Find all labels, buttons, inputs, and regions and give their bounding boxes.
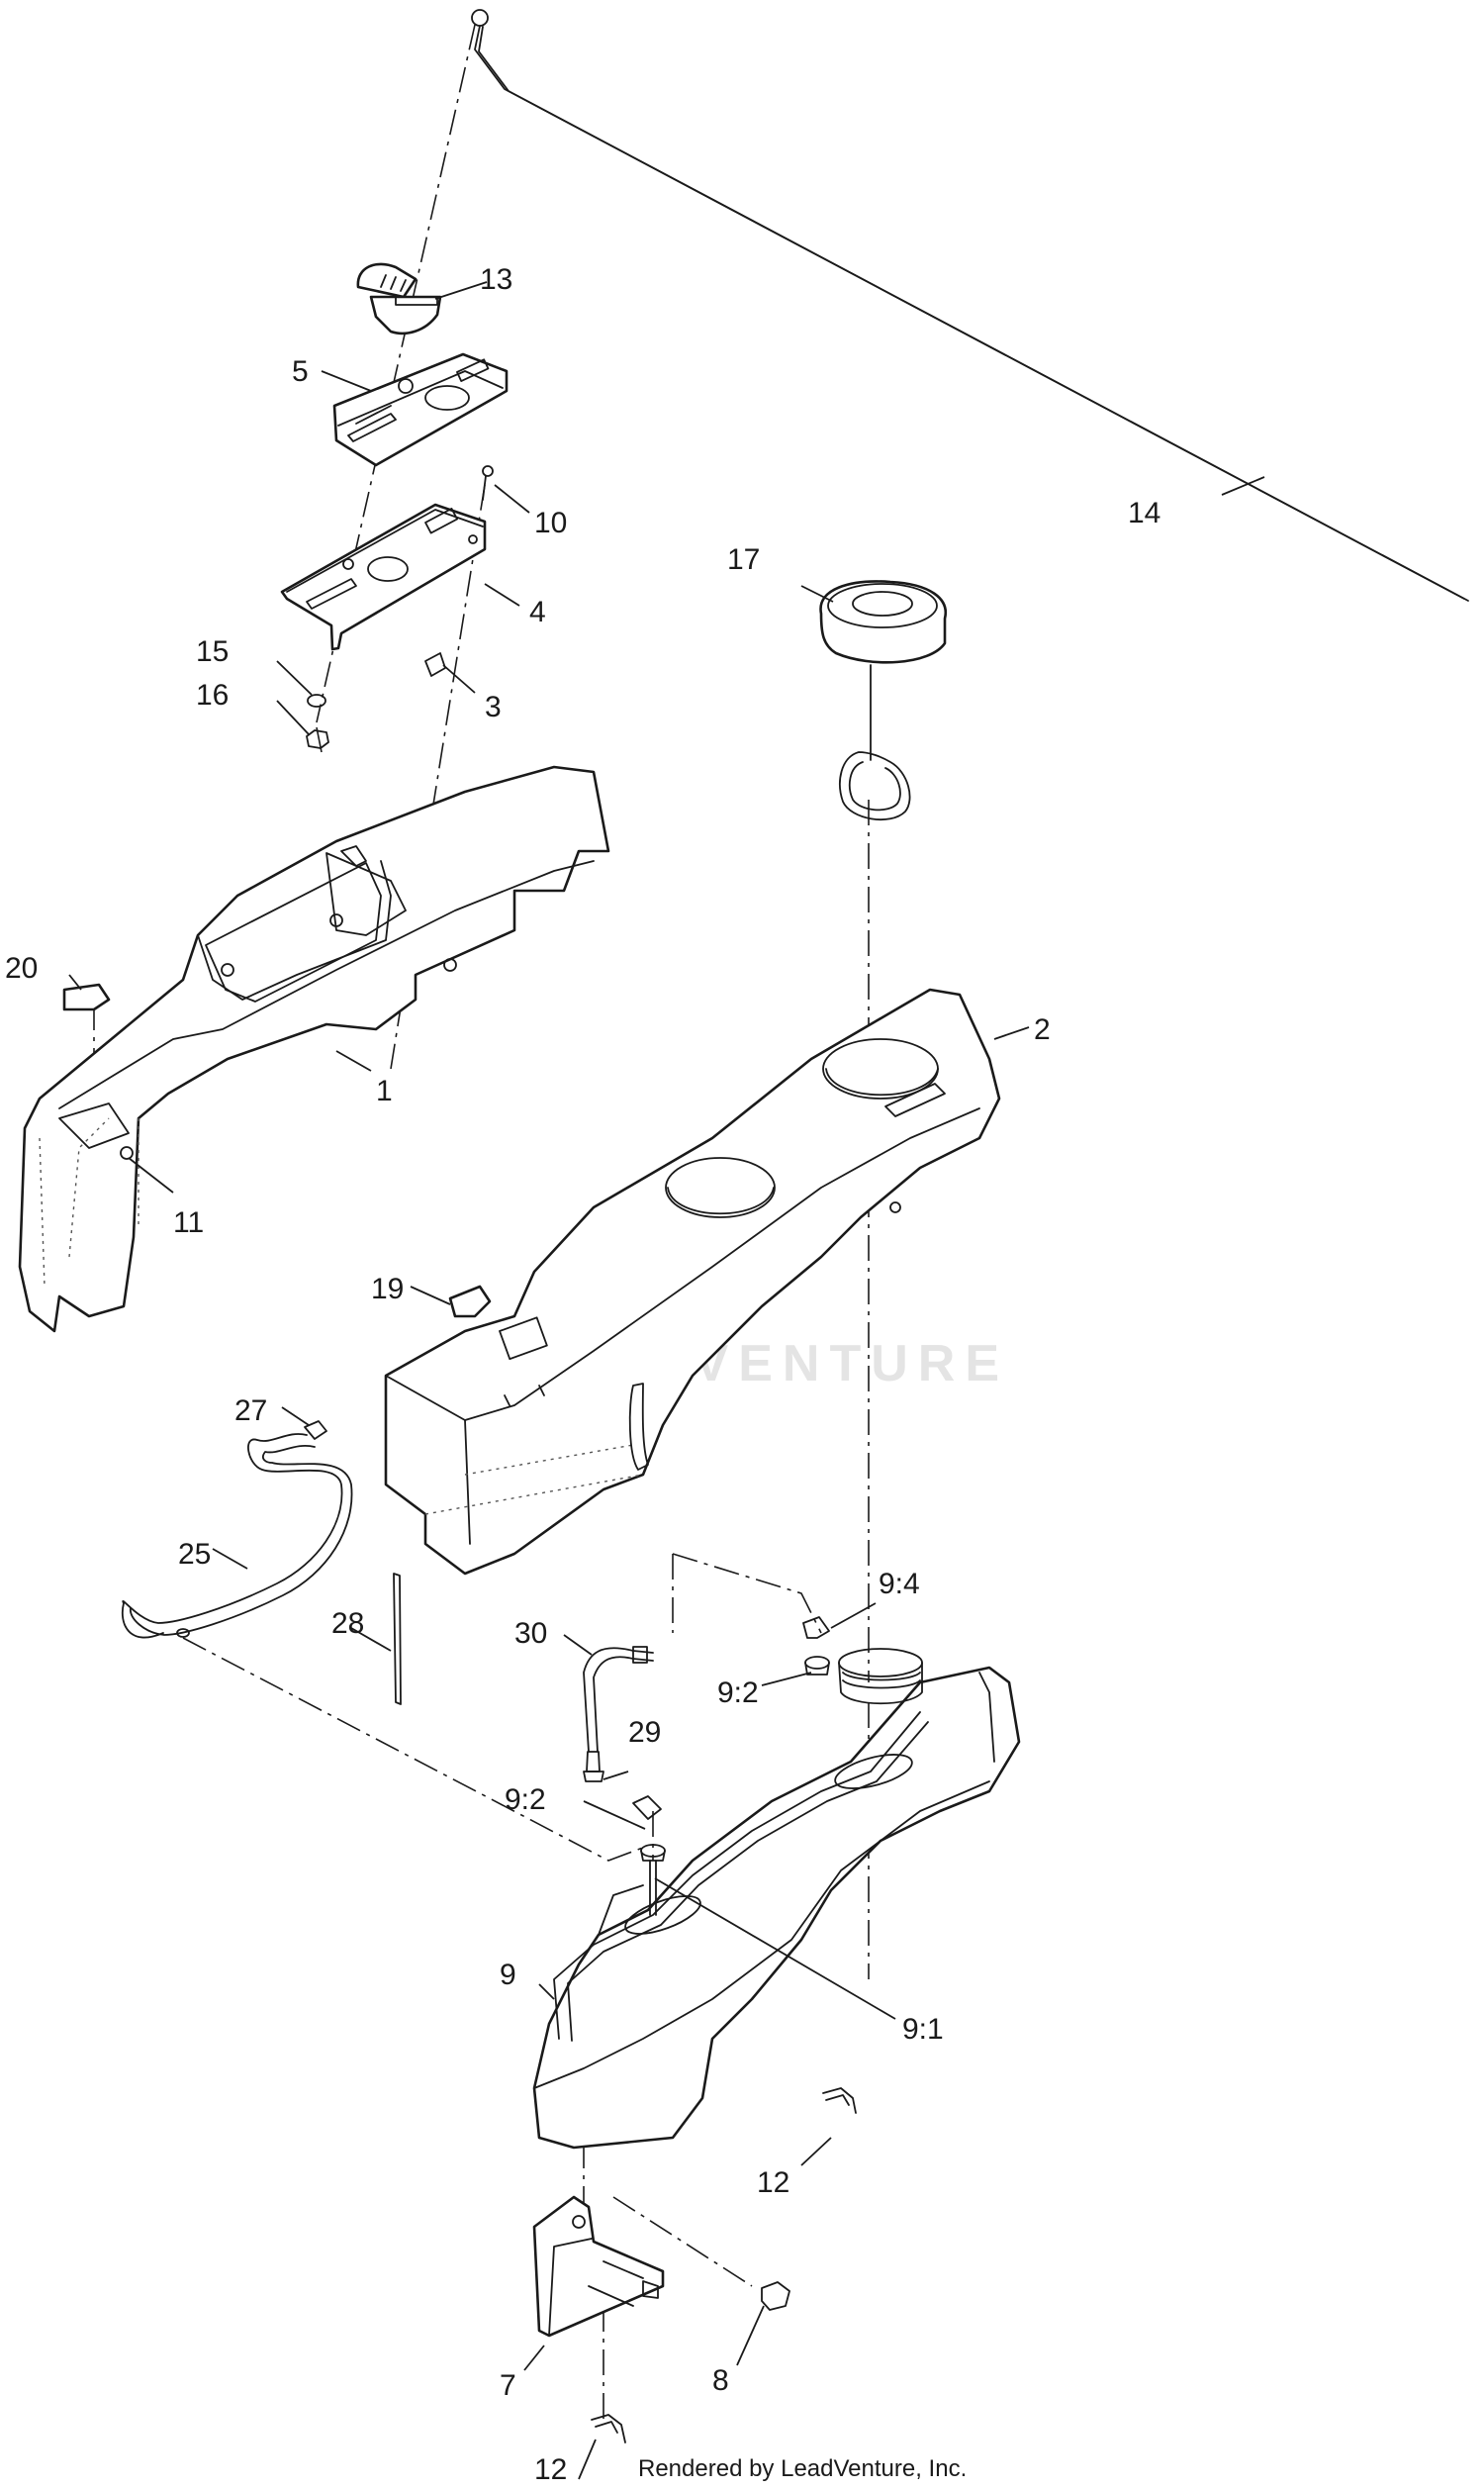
part-9-filler-neck bbox=[838, 1648, 923, 1705]
callout-25: 25 bbox=[178, 1538, 211, 1571]
part-25-hose bbox=[121, 1433, 353, 1639]
part-29-fitting bbox=[583, 1751, 604, 1782]
callout-8: 8 bbox=[712, 2364, 729, 2397]
callout-9-4: 9:4 bbox=[879, 1568, 920, 1600]
callout-3: 3 bbox=[485, 691, 502, 723]
part-4-bracket bbox=[280, 503, 487, 651]
part-20-cap bbox=[62, 983, 111, 1011]
callout-20: 20 bbox=[5, 952, 38, 985]
callout-13: 13 bbox=[480, 263, 512, 296]
callout-17: 17 bbox=[727, 543, 760, 576]
callout-labels: 14 13 5 10 17 4 15 16 3 20 1 2 11 19 27 … bbox=[5, 263, 1160, 2486]
part-5-plate bbox=[332, 352, 509, 467]
leader-lines bbox=[68, 281, 1265, 2480]
callout-14: 14 bbox=[1128, 497, 1160, 529]
callout-19: 19 bbox=[371, 1273, 404, 1305]
callout-10: 10 bbox=[534, 507, 567, 539]
render-credit: Rendered by LeadVenture, Inc. bbox=[638, 2455, 967, 2482]
part-28-tie bbox=[393, 1573, 402, 1705]
callout-12-lower: 12 bbox=[534, 2453, 567, 2486]
callout-16: 16 bbox=[196, 679, 229, 712]
callout-12-upper: 12 bbox=[757, 2166, 789, 2199]
part-9-1-pickup-tube bbox=[649, 1860, 657, 1916]
callout-2: 2 bbox=[1034, 1013, 1051, 1046]
part-13-handle bbox=[356, 262, 442, 335]
part-15-washer bbox=[307, 694, 326, 708]
part-12-clip-lower bbox=[591, 2414, 626, 2443]
callout-1: 1 bbox=[376, 1075, 393, 1107]
part-1-console bbox=[18, 765, 610, 1333]
callout-7: 7 bbox=[500, 2369, 516, 2402]
part-9-2-grommet-lower bbox=[632, 1795, 666, 1862]
callout-9-2-lower: 9:2 bbox=[505, 1783, 546, 1816]
part-3-clip bbox=[424, 652, 446, 677]
part-10-bolt bbox=[482, 465, 494, 501]
part-14-rod bbox=[471, 9, 1469, 602]
callout-30: 30 bbox=[514, 1617, 547, 1650]
part-30-hose bbox=[583, 1646, 654, 1753]
callout-9: 9 bbox=[500, 1959, 516, 1991]
callout-28: 28 bbox=[331, 1607, 364, 1640]
callout-29: 29 bbox=[628, 1716, 661, 1749]
part-9-2-grommet-upper bbox=[804, 1656, 830, 1676]
part-2-shroud bbox=[384, 988, 1001, 1576]
part-8-bolt bbox=[761, 2281, 790, 2311]
callout-9-2-upper: 9:2 bbox=[717, 1676, 759, 1709]
callout-4: 4 bbox=[529, 596, 546, 628]
part-19-cap bbox=[448, 1285, 492, 1318]
part-9-4-fitting bbox=[802, 1616, 830, 1639]
callout-11: 11 bbox=[173, 1206, 204, 1239]
callout-9-1: 9:1 bbox=[902, 2013, 944, 2046]
callout-27: 27 bbox=[234, 1394, 267, 1427]
part-7-bracket bbox=[532, 2195, 665, 2338]
part-9-fuel-tank bbox=[532, 1666, 1021, 2150]
callout-5: 5 bbox=[292, 355, 309, 388]
part-16-nut bbox=[306, 729, 329, 749]
part-17-fuel-cap bbox=[819, 580, 948, 821]
part-27-fitting bbox=[304, 1420, 327, 1440]
callout-15: 15 bbox=[196, 635, 229, 668]
part-12-clip-upper bbox=[822, 2087, 857, 2114]
